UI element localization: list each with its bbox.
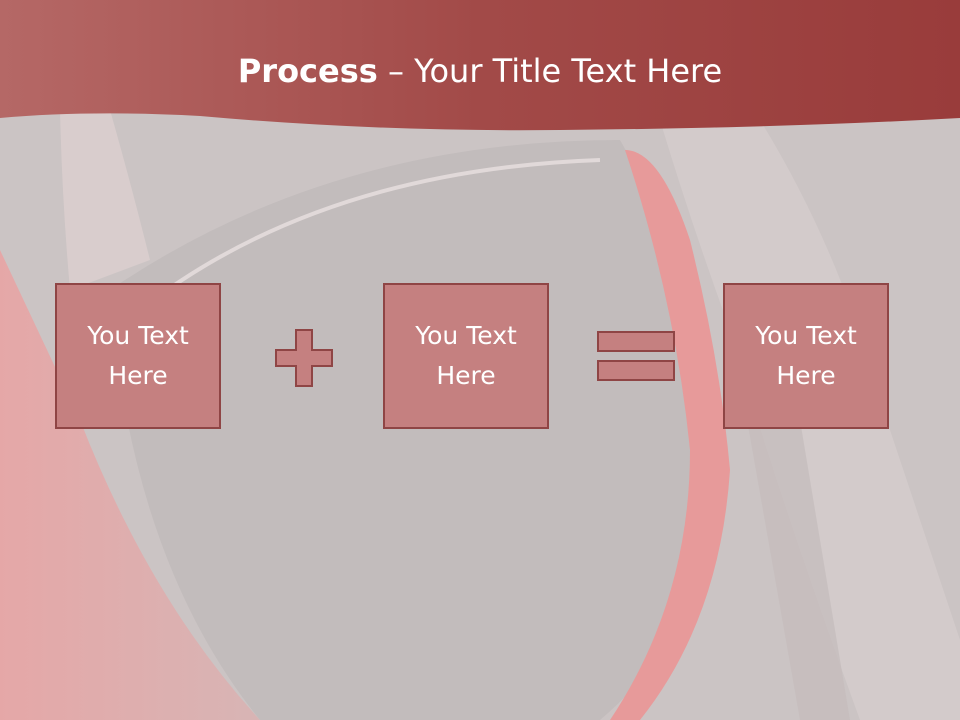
process-step-1[interactable]: You Text Here [55,283,221,429]
equals-icon [597,331,675,381]
process-step-2-text: You Text Here [415,321,517,390]
process-step-1-text: You Text Here [87,321,189,390]
process-step-2[interactable]: You Text Here [383,283,549,429]
title-rest: – Your Title Text Here [377,52,723,90]
title-bold: Process [237,52,378,90]
page-title: Process – Your Title Text Here [0,52,960,90]
process-step-3-text: You Text Here [755,321,857,390]
process-step-3[interactable]: You Text Here [723,283,889,429]
plus-icon [275,329,333,387]
